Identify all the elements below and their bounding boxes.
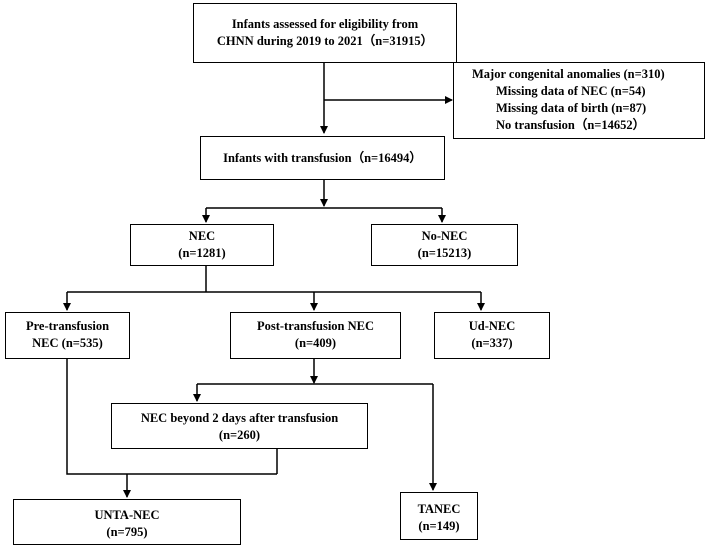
pre-transfusion-box: Pre-transfusion NEC (n=535): [5, 312, 130, 359]
beyond-2-days-box: NEC beyond 2 days after transfusion (n=2…: [111, 403, 368, 449]
assessed-line2: CHNN during 2019 to 2021（n=31915）: [216, 34, 434, 48]
pre-line1: Pre-transfusion: [25, 319, 110, 333]
beyond-line2: (n=260): [218, 427, 261, 442]
no-nec-line1: No-NEC: [421, 229, 468, 243]
beyond-line1: NEC beyond 2 days after transfusion: [140, 411, 339, 425]
ud-nec-box: Ud-NEC (n=337): [434, 312, 550, 359]
pre-line2: NEC (n=535): [32, 335, 103, 350]
excluded-line2: Missing data of NEC (n=54): [496, 83, 646, 98]
no-nec-line2: (n=15213): [417, 245, 472, 260]
transfusion-line1: Infants with transfusion（n=16494）: [223, 150, 422, 165]
unta-nec-box: UNTA-NEC (n=795): [13, 499, 241, 545]
excluded-line1: Major congenital anomalies (n=310): [472, 67, 665, 81]
unta-line1: UNTA-NEC: [94, 508, 160, 522]
line-pre-down: [66, 336, 277, 475]
no-nec-box: No-NEC (n=15213): [371, 224, 518, 266]
nec-line2: (n=1281): [178, 245, 226, 260]
excluded-box: Major congenital anomalies (n=310) Missi…: [453, 62, 705, 139]
nec-box: NEC (n=1281): [130, 224, 274, 266]
excluded-line3: Missing data of birth (n=87): [496, 100, 647, 115]
assessed-box: Infants assessed for eligibility from CH…: [193, 3, 457, 63]
tanec-line1: TANEC: [417, 502, 461, 516]
nec-line1: NEC: [188, 229, 216, 243]
ud-line1: Ud-NEC: [468, 319, 516, 333]
unta-line2: (n=795): [106, 524, 148, 539]
transfusion-box: Infants with transfusion（n=16494）: [200, 136, 445, 180]
post-line2: (n=409): [294, 335, 337, 350]
post-transfusion-box: Post-transfusion NEC (n=409): [230, 312, 401, 359]
tanec-line2: (n=149): [418, 518, 460, 533]
excluded-line4: No transfusion（n=14652）: [496, 117, 646, 132]
tanec-box: TANEC (n=149): [400, 492, 478, 540]
ud-line2: (n=337): [471, 335, 513, 350]
post-line1: Post-transfusion NEC: [256, 319, 375, 333]
assessed-line1: Infants assessed for eligibility from: [231, 17, 419, 32]
